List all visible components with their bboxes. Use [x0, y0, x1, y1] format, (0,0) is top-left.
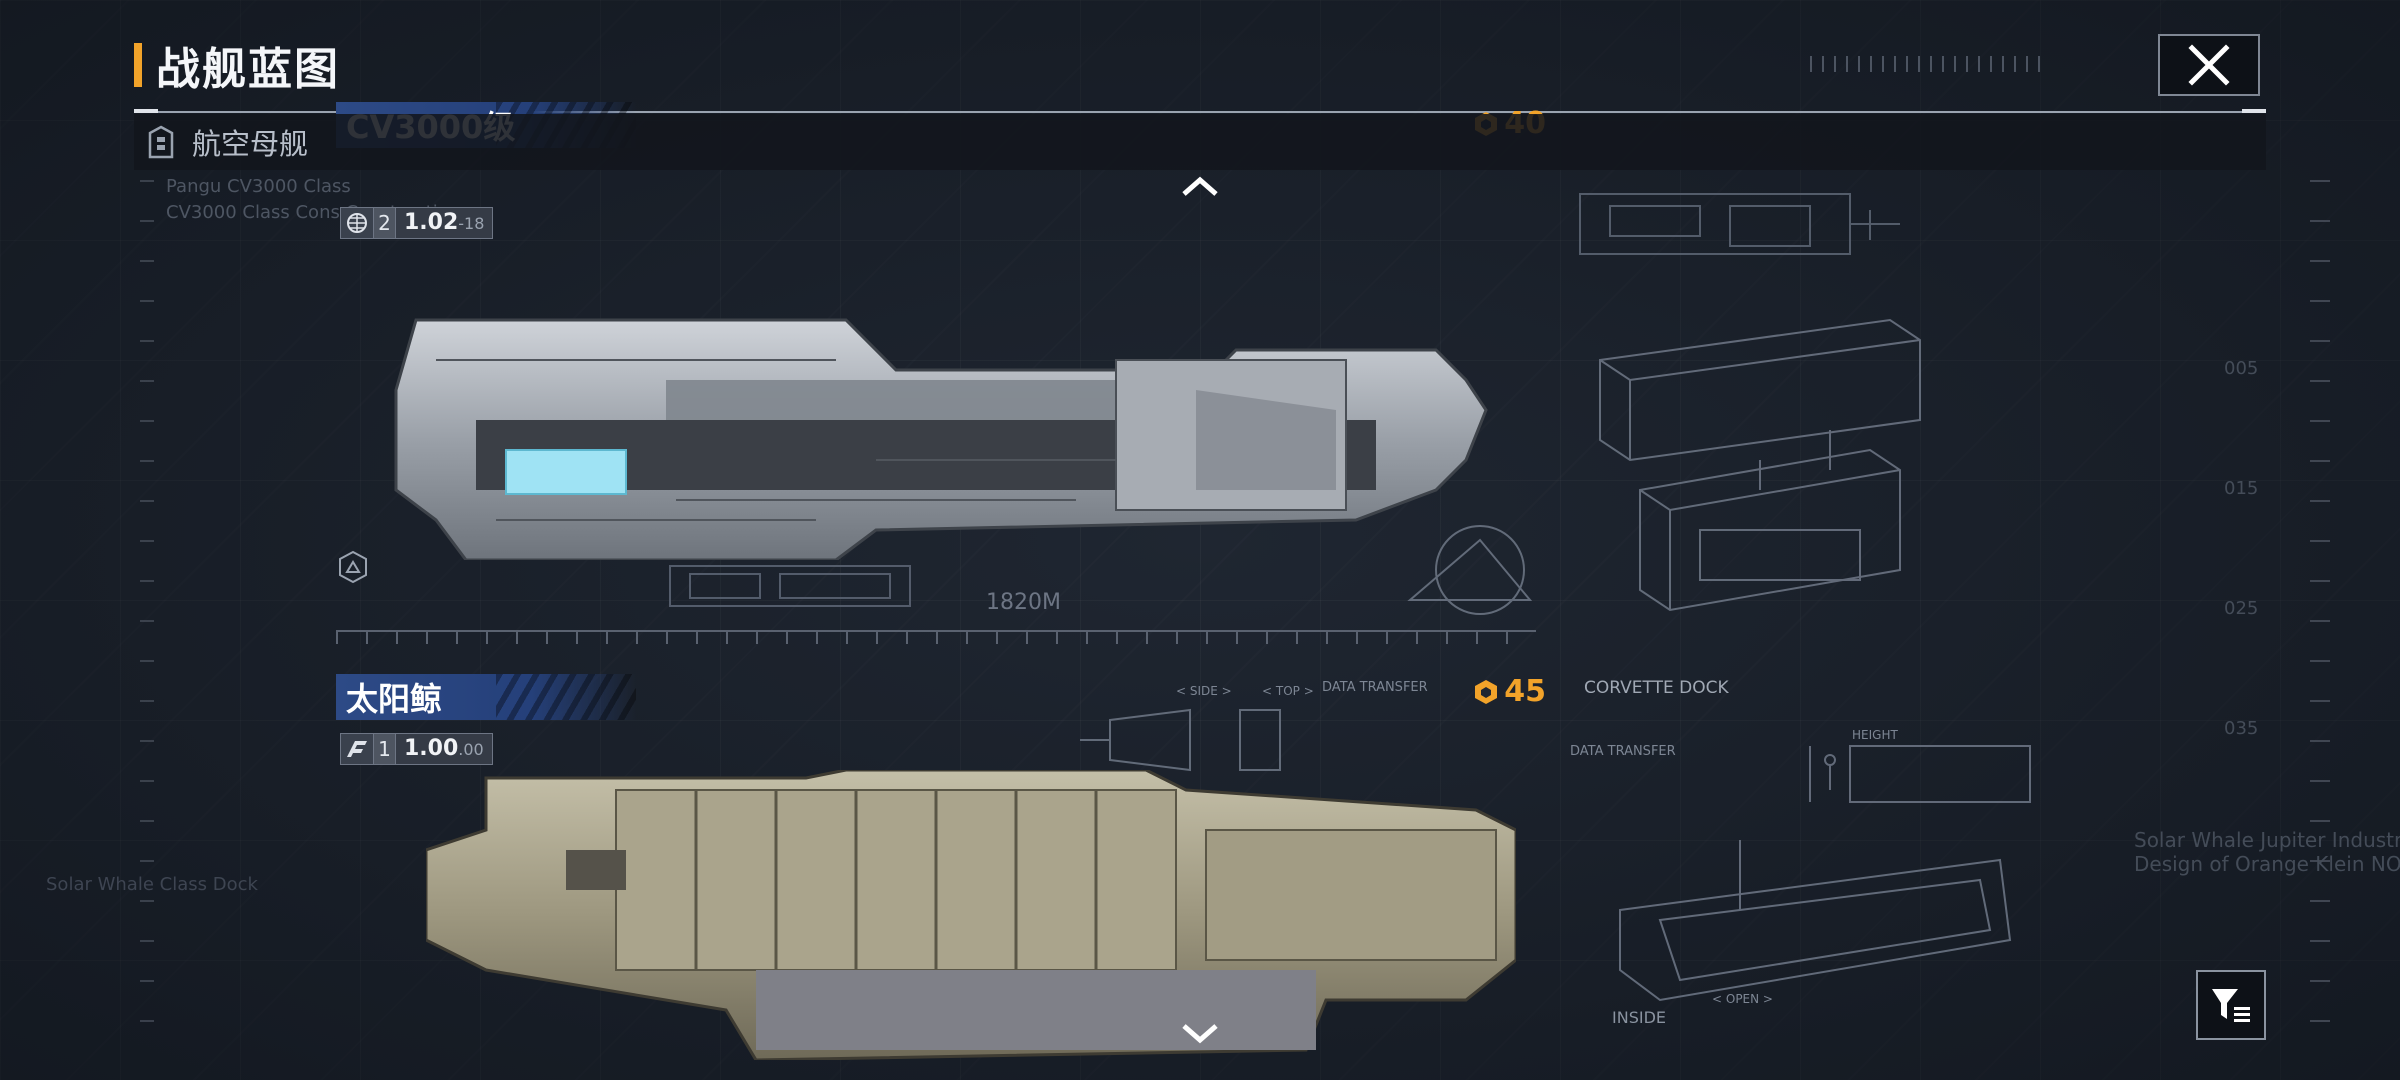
- close-button[interactable]: [2158, 34, 2260, 96]
- ship-stats: 2 1.02-18: [340, 206, 494, 240]
- cost-value: 45: [1504, 674, 1546, 709]
- scroll-up-icon[interactable]: [1178, 172, 1222, 202]
- ship-subtitle-3: Solar Whale Class Dock: [46, 874, 258, 895]
- background-schematic-length: [669, 565, 911, 607]
- category-label: 航空母舰: [192, 127, 309, 161]
- ship-length-label: 1820M: [986, 590, 1061, 615]
- filter-icon: [2212, 989, 2250, 1022]
- scale-label-025: 025: [2224, 598, 2259, 619]
- page-title-bar: 战舰蓝图: [134, 38, 340, 95]
- page-title: 战舰蓝图: [156, 44, 340, 95]
- category-bar[interactable]: 航空母舰: [134, 114, 2266, 170]
- ship-image-cv3000: [394, 318, 1488, 560]
- header-divider: [134, 109, 2266, 113]
- ship-name: 太阳鲸: [346, 680, 443, 718]
- length-ruler: [336, 630, 1536, 644]
- background-schematic-top: [1579, 193, 1900, 255]
- filter-button[interactable]: [2196, 970, 2266, 1040]
- schematic-label-side: < SIDE >: [1176, 684, 1232, 698]
- ship-card-cv3000[interactable]: Pangu CV3000 Class CV3000 Class Cons Con…: [166, 102, 1546, 644]
- carrier-category-icon: [148, 125, 174, 159]
- manufacturer-icon: [340, 733, 374, 765]
- ship-stats: 1 1.00.00: [340, 732, 493, 766]
- scale-label-015: 015: [2224, 478, 2259, 499]
- brand-line-2: Design of Orange Klein NOMA Ships: [2134, 852, 2400, 876]
- schematic-label-height: HEIGHT: [1852, 728, 1898, 742]
- scale-label-035: 035: [2224, 718, 2259, 739]
- scroll-down-icon[interactable]: [1178, 1018, 1222, 1048]
- schematic-label-top: < TOP >: [1262, 684, 1314, 698]
- ship-image-solar-whale: [426, 770, 1516, 1060]
- background-schematic-height: [1809, 745, 2031, 803]
- scale-label-005: 005: [2224, 358, 2259, 379]
- ship-version: 1.00.00: [396, 733, 493, 765]
- ship-version-suffix: -18: [458, 214, 485, 233]
- right-scale: [2310, 180, 2330, 1040]
- ship-version: 1.02-18: [396, 207, 494, 239]
- title-accent: [134, 43, 142, 87]
- schematic-label-data-transfer-2: DATA TRANSFER: [1570, 744, 1676, 759]
- background-schematic-bay: [1619, 840, 2012, 1002]
- left-scale: [140, 180, 154, 1040]
- ship-level: 2: [374, 207, 396, 239]
- ship-version-main: 1.00: [404, 736, 459, 761]
- background-schematic-dock: [1599, 318, 1921, 612]
- schematic-label-open: < OPEN >: [1712, 992, 1773, 1006]
- schematic-label-data-transfer: DATA TRANSFER: [1322, 680, 1428, 695]
- schematic-label-corvette: CORVETTE DOCK: [1584, 678, 1729, 698]
- hexagon-icon[interactable]: [336, 550, 370, 584]
- cost-icon: [1475, 679, 1498, 704]
- ship-version-main: 1.02: [404, 210, 459, 235]
- background-schematic-radar: [1407, 525, 1533, 615]
- ship-cost: 45: [1472, 674, 1546, 709]
- ship-version-suffix: .00: [458, 740, 484, 759]
- ship-name-banner: 太阳鲸: [336, 674, 636, 720]
- ship-subtitle-1: Pangu CV3000 Class: [166, 176, 351, 197]
- top-ticks: [1810, 56, 2040, 72]
- ship-level: 1: [374, 733, 396, 765]
- schematic-label-inside: INSIDE: [1612, 1008, 1666, 1027]
- brand-line-1: Solar Whale Jupiter Industries: [2134, 828, 2400, 852]
- background-schematic-side: [1080, 708, 1281, 772]
- ship-card-solar-whale[interactable]: Solar Whale Class Dock 太阳鲸 45 1 1.00.00: [46, 674, 1546, 1080]
- globe-icon: [340, 207, 374, 239]
- close-icon: [2188, 44, 2230, 86]
